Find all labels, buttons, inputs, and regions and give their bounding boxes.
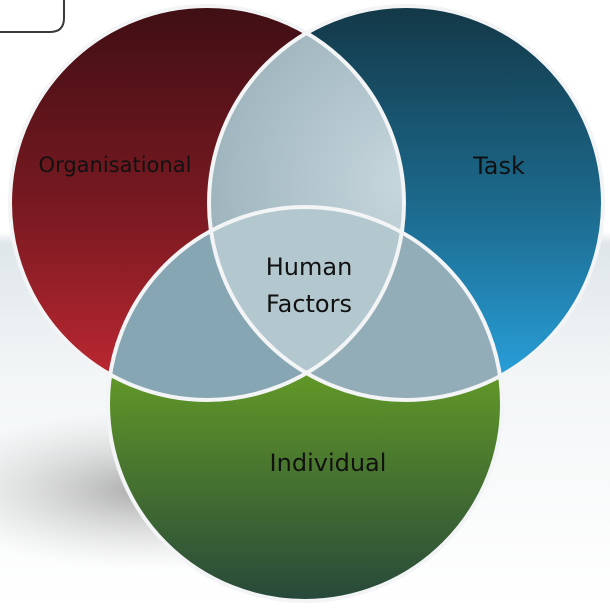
outline-individual [106, 205, 504, 603]
corner-tab [0, 0, 65, 33]
label-task: Task [472, 152, 525, 180]
overlap-task-individual [209, 207, 502, 400]
outline-task [207, 4, 605, 402]
outline-organisational [8, 4, 406, 402]
label-center-line-2: Factors [266, 290, 352, 318]
label-individual: Individual [270, 449, 387, 477]
label-center-line-1: Human [266, 253, 353, 281]
label-organisational: Organisational [39, 153, 192, 177]
